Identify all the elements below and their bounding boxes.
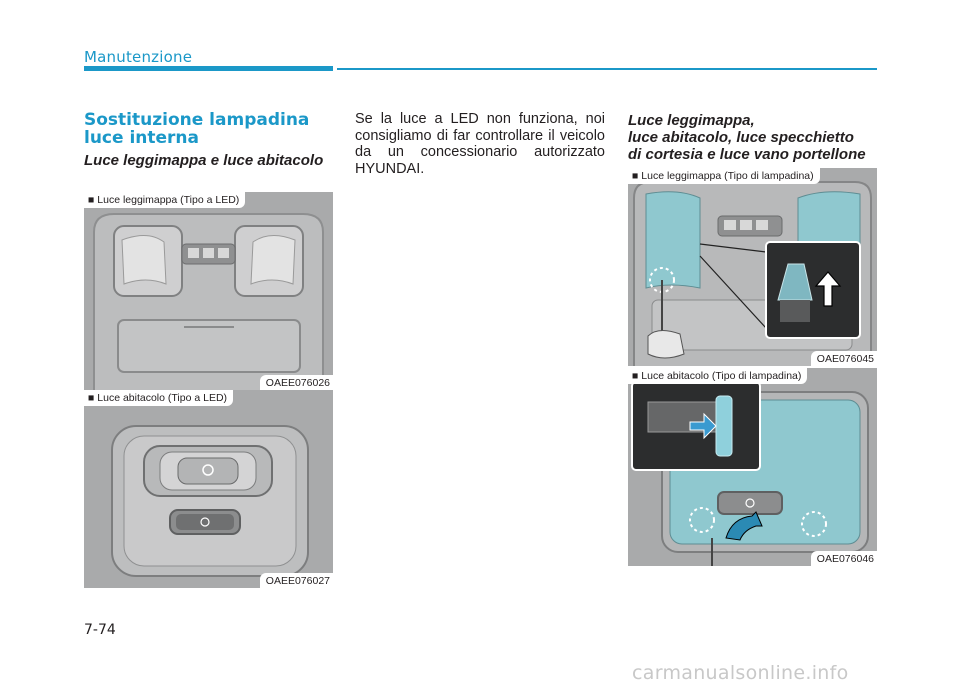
room-lamp-led-illustration <box>84 390 333 588</box>
map-lamp-led-illustration <box>84 192 333 390</box>
subheading-line: Luce leggimappa, <box>628 112 755 129</box>
figure-code: OAEE076026 <box>259 375 333 390</box>
map-lamp-bulb-illustration <box>628 168 877 366</box>
page-number: 7-74 <box>84 622 116 638</box>
figure-code: OAE076046 <box>810 551 877 566</box>
subheading-leggimappa: Luce leggimappa e luce abitacolo <box>84 152 324 169</box>
header-rule-thick <box>84 66 333 71</box>
figure-caption: ■ Luce abitacolo (Tipo di lampadina) <box>628 368 808 384</box>
subheading-line: di cortesia e luce vano portellone <box>628 146 866 163</box>
room-lamp-bulb-illustration <box>628 368 877 566</box>
figure-room-lamp-led: ■ Luce abitacolo (Tipo a LED) OAEE076027 <box>84 390 333 588</box>
figure-caption: ■ Luce leggimappa (Tipo di lampadina) <box>628 168 820 184</box>
subheading-bulb-types: Luce leggimappa, luce abitacolo, luce sp… <box>628 112 888 163</box>
watermark: carmanualsonline.info <box>632 662 849 684</box>
header-rule-thin <box>337 68 877 70</box>
figure-code: OAEE076027 <box>259 573 333 588</box>
figure-room-lamp-bulb: ■ Luce abitacolo (Tipo di lampadina) OAE… <box>628 368 877 566</box>
figure-caption: ■ Luce abitacolo (Tipo a LED) <box>84 390 234 406</box>
figure-caption: ■ Luce leggimappa (Tipo a LED) <box>84 192 246 208</box>
figure-map-lamp-led: ■ Luce leggimappa (Tipo a LED) OAEE07602… <box>84 192 333 390</box>
section-label: Manutenzione <box>84 48 193 66</box>
figure-code: OAE076045 <box>810 351 877 366</box>
main-heading: Sostituzione lampadina luce interna <box>84 110 310 148</box>
subheading-line: luce abitacolo, luce specchietto <box>628 129 854 146</box>
figure-map-lamp-bulb: ■ Luce leggimappa (Tipo di lampadina) OA… <box>628 168 877 366</box>
led-advice-paragraph: Se la luce a LED non funziona, noi consi… <box>355 111 605 177</box>
